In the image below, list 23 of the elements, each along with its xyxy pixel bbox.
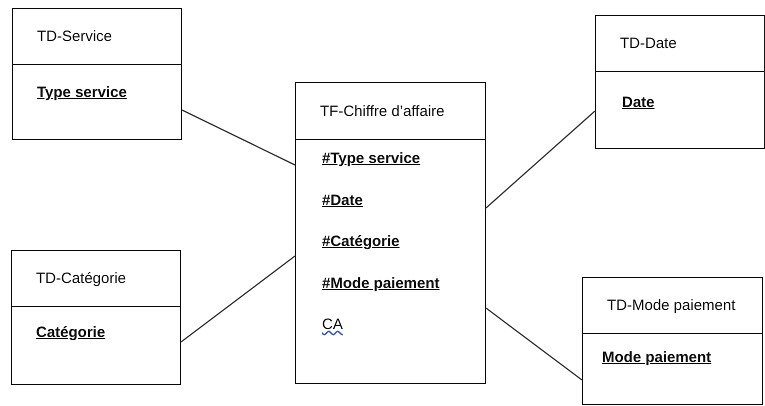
table-title: TD-Service xyxy=(13,9,181,65)
table-title: TD-Catégorie xyxy=(12,251,180,307)
table-title: TD-Date xyxy=(596,16,764,72)
field-name: #Catégorie xyxy=(322,233,400,251)
connector-line xyxy=(180,255,296,343)
field-name: CA xyxy=(322,316,343,334)
connector-line xyxy=(182,109,296,166)
connector-line xyxy=(486,110,596,208)
table-box xyxy=(582,277,763,405)
field-name: #Mode paiement xyxy=(322,274,440,292)
table-box xyxy=(11,250,181,385)
field-name: Date xyxy=(622,94,655,112)
field-name: #Date xyxy=(322,192,363,210)
table-box xyxy=(595,15,765,149)
table-box xyxy=(295,82,486,384)
field-name: Catégorie xyxy=(36,324,106,342)
table-box xyxy=(12,8,182,140)
field-name: Type service xyxy=(37,84,127,102)
field-name: #Type service xyxy=(322,150,420,168)
connector-line xyxy=(486,307,582,381)
table-title: TD-Mode paiement xyxy=(583,278,762,334)
field-name: Mode paiement xyxy=(602,349,712,367)
table-title: TF-Chiffre d’affaire xyxy=(296,83,485,140)
